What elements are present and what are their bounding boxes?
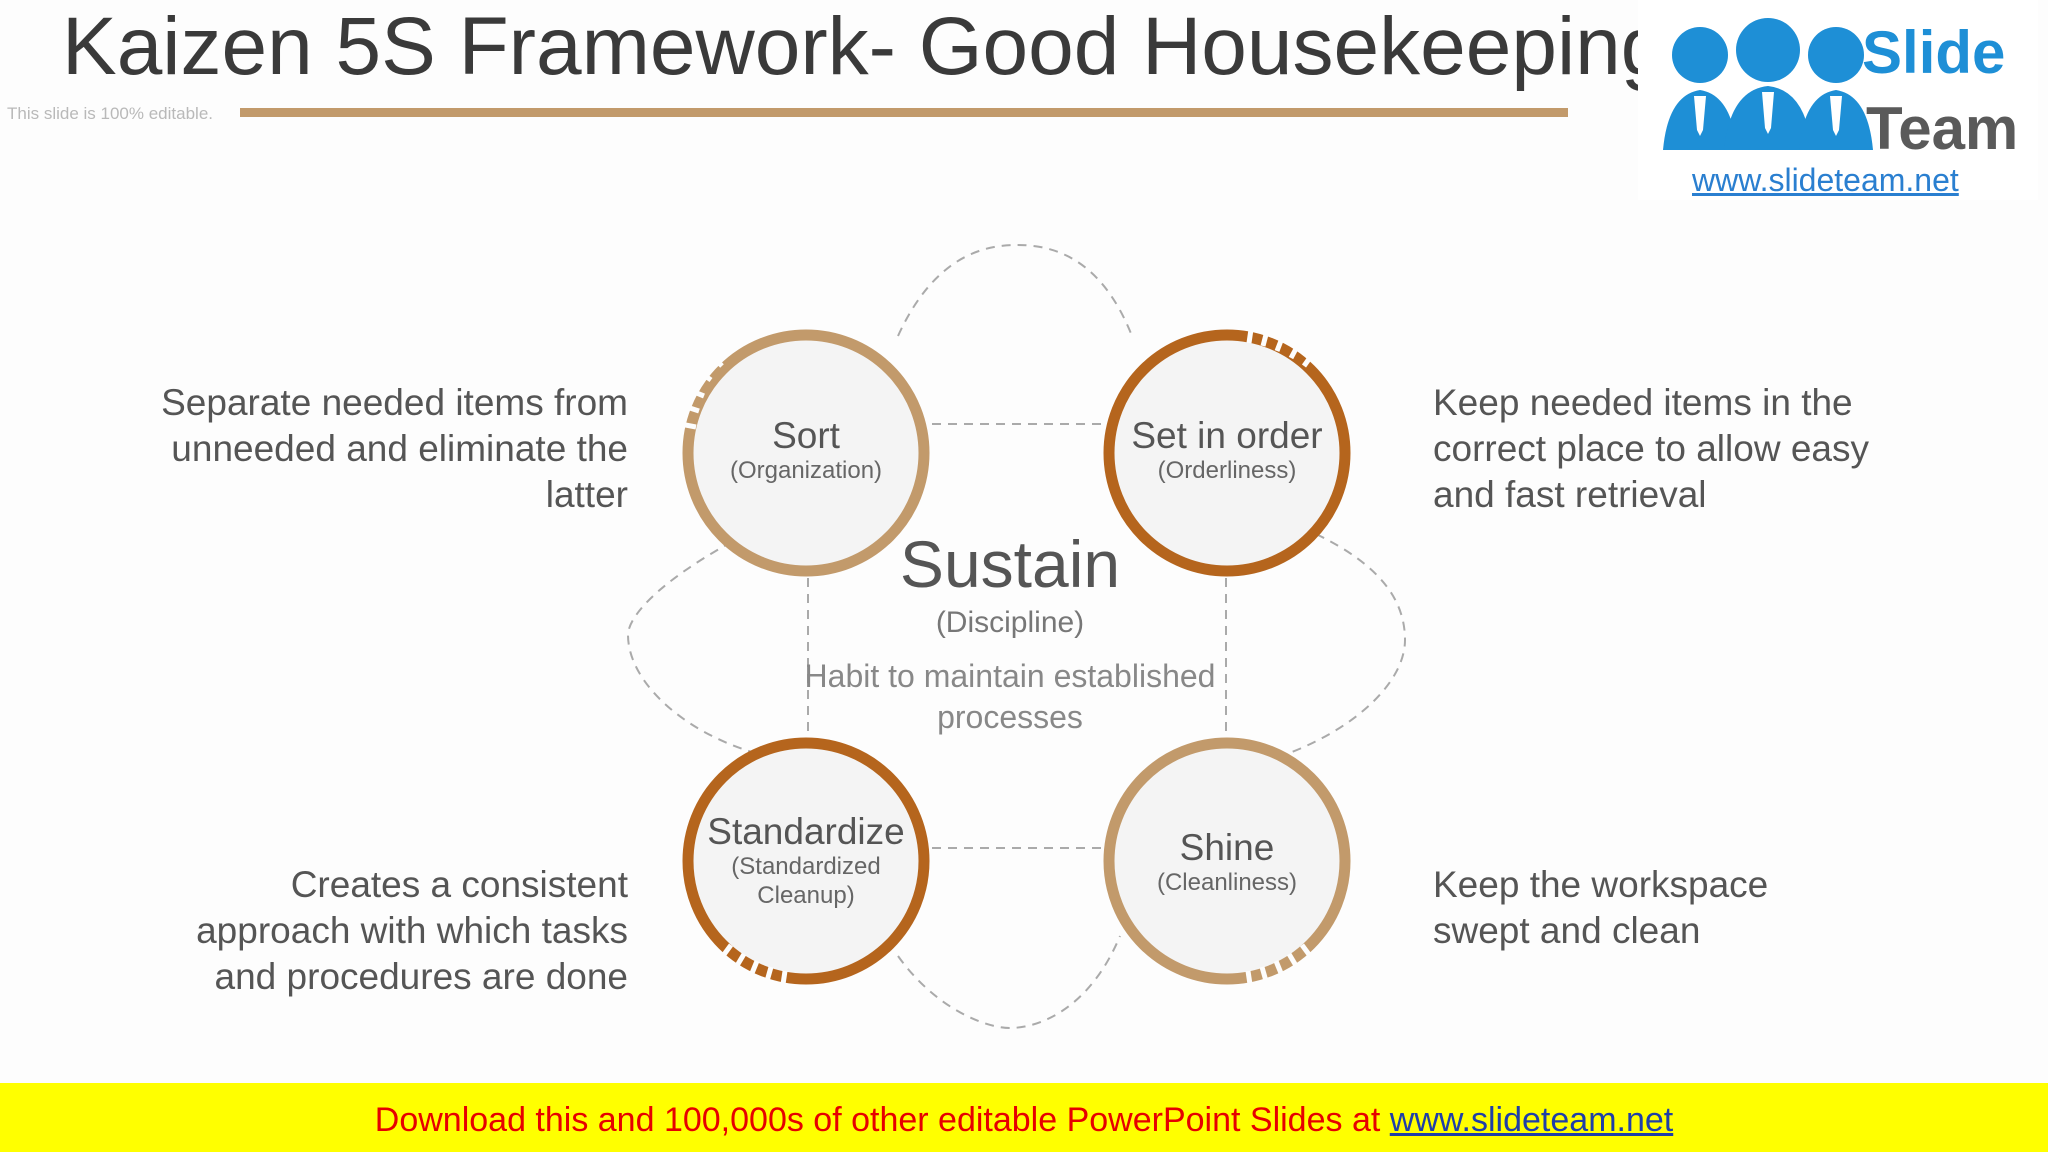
standardize-ring-gaps [700, 943, 788, 1019]
slide-title: Kaizen 5S Framework- Good Housekeeping [62, 1, 1667, 92]
sort-ring-gaps [648, 329, 724, 430]
slideteam-logo[interactable]: Slide Team www.slideteam.net [1638, 0, 2038, 200]
shine-label: Shine (Cleanliness) [1117, 828, 1337, 897]
download-banner: Download this and 100,000s of other edit… [0, 1083, 2048, 1152]
standardize-subtitle: (Standardized Cleanup) [731, 853, 881, 909]
shine-subtitle: (Cleanliness) [1156, 869, 1298, 896]
center-subtitle: (Discipline) [935, 606, 1085, 639]
logo-text-slide: Slide [1862, 19, 2006, 86]
title-underline [240, 108, 1568, 117]
standardize-label: Standardize (Standardized Cleanup) [696, 812, 916, 910]
dashed-connectors [626, 243, 1407, 1030]
standardize-circle[interactable] [682, 737, 930, 1019]
set-in-order-circle[interactable] [1103, 294, 1351, 577]
sort-label: Sort (Organization) [696, 416, 916, 485]
logo-url-link[interactable]: www.slideteam.net [1692, 162, 1959, 198]
sort-subtitle: (Organization) [729, 457, 883, 484]
banner-message: Download this and 100,000s of other edit… [0, 1101, 2048, 1140]
standardize-description: Creates a consistent approach with which… [196, 864, 628, 997]
set-in-order-ring-gaps [1246, 294, 1334, 368]
people-icon [1663, 18, 1873, 150]
logo-text-team: Team [1866, 95, 2019, 162]
set-in-order-subtitle: (Orderliness) [1157, 457, 1297, 484]
center-description: Habit to maintain established processes [804, 658, 1216, 735]
shine-name: Shine [1179, 827, 1275, 868]
set-in-order-name: Set in order [1131, 415, 1323, 456]
editable-note: This slide is 100% editable. [7, 104, 214, 123]
sort-name: Sort [772, 415, 840, 456]
standardize-name: Standardize [707, 811, 905, 852]
banner-text: Download this and 100,000s of other edit… [374, 1101, 1381, 1139]
set-in-order-label: Set in order (Orderliness) [1117, 416, 1337, 485]
shine-description: Keep the workspace swept and clean [1433, 864, 1769, 951]
sort-circle[interactable] [648, 329, 930, 577]
banner-link[interactable]: www.slideteam.net [1389, 1101, 1674, 1139]
set-in-order-description: Keep needed items in the correct place t… [1433, 382, 1869, 515]
shine-circle[interactable] [1103, 737, 1351, 1019]
center-title: Sustain [899, 527, 1121, 601]
sort-description: Separate needed items from unneeded and … [161, 382, 628, 515]
shine-ring-gaps [1245, 943, 1333, 1019]
